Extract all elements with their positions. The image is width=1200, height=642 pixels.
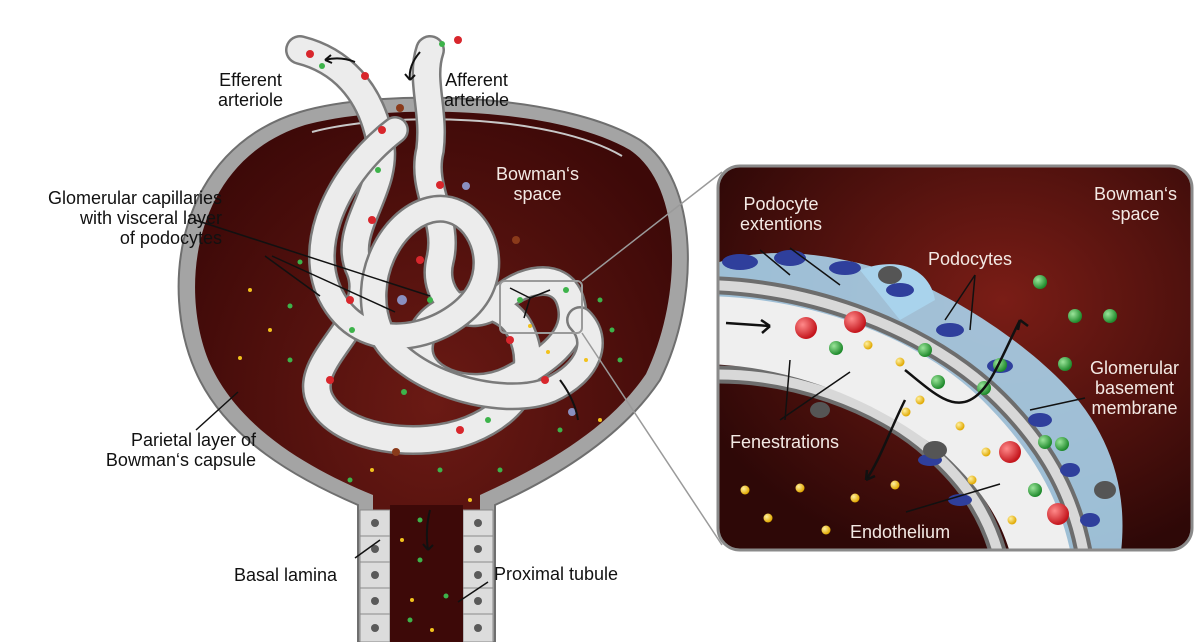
label-fenestrations: Fenestrations bbox=[730, 432, 839, 452]
label-basal-lamina: Basal lamina bbox=[234, 565, 337, 585]
label-endothelium: Endothelium bbox=[850, 522, 950, 542]
label-podocytes: Podocytes bbox=[928, 249, 1012, 269]
label-proximal-tubule: Proximal tubule bbox=[494, 564, 618, 584]
